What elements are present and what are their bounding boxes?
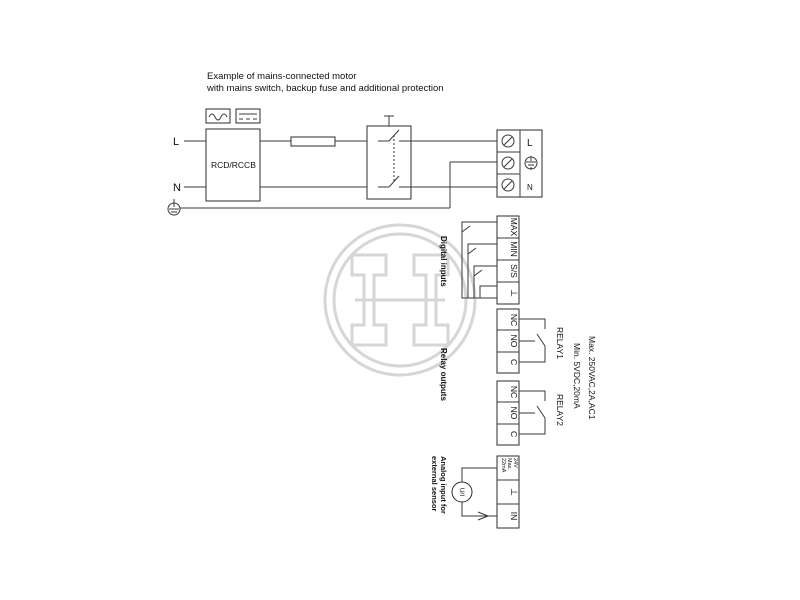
backup-fuse xyxy=(290,136,336,147)
mains-switch xyxy=(366,115,412,200)
terminal-n-label: N xyxy=(527,183,533,192)
relay1-block: NC NO C xyxy=(496,308,546,374)
rcd-box xyxy=(205,128,261,202)
digital-inputs-block: MAX MIN S/S ⊥ xyxy=(496,215,520,305)
relay2-name: RELAY2 xyxy=(555,394,565,426)
analog-input-title-line1: Analog input for xyxy=(439,456,448,514)
relay-rating-max: Max. 250VAC,2A,AC1 xyxy=(587,336,597,420)
analog-input-block: 24V Max. 22mA ⊥ IN xyxy=(496,455,520,529)
relay-contact-icon xyxy=(519,318,546,363)
relay2-no: NO xyxy=(509,407,519,420)
terminal-start-stop: S/S xyxy=(509,264,519,278)
relay2-block: NC NO C xyxy=(496,380,546,446)
relay1-name: RELAY1 xyxy=(555,327,565,359)
terminal-max: MAX xyxy=(509,218,519,237)
caption-line-2: with mains switch, backup fuse and addit… xyxy=(206,83,444,94)
caption-line-1: Example of mains-connected motor xyxy=(207,71,356,82)
screw-terminal-icon xyxy=(501,134,515,148)
analog-sensor-wiring xyxy=(461,467,497,521)
analog-header-max: Max. xyxy=(506,458,512,470)
sine-wave-icon xyxy=(205,108,231,124)
relay-rating-min: Min. 5VDC,20mA xyxy=(572,343,582,409)
digital-input-wiring xyxy=(461,221,497,299)
terminal-l-label: L xyxy=(527,138,533,149)
screw-terminal-icon xyxy=(501,178,515,192)
digital-inputs-title: Digital inputs xyxy=(439,236,448,287)
relay1-no: NO xyxy=(509,335,519,348)
analog-terminal-in: IN xyxy=(509,512,519,521)
terminal-min: MIN xyxy=(509,241,519,257)
supply-neutral-label: N xyxy=(173,182,181,194)
relay-contact-icon xyxy=(519,390,546,435)
screw-terminal-icon xyxy=(501,156,515,170)
analog-header-22ma: 22mA xyxy=(500,458,506,473)
relay1-nc: NC xyxy=(509,314,519,326)
supply-line-label: L xyxy=(173,136,179,148)
relay-outputs-title: Relay outputs xyxy=(439,348,448,401)
mains-terminal-block: L N xyxy=(496,129,543,198)
dc-icon xyxy=(235,108,261,124)
earth-ground-icon xyxy=(167,199,181,216)
analog-input-title-line2: external sensor xyxy=(430,456,439,512)
sensor-symbol: U/I xyxy=(451,481,473,503)
relay2-nc: NC xyxy=(509,386,519,398)
relay1-c: C xyxy=(509,359,519,365)
terminal-gnd: ⊥ xyxy=(509,289,519,297)
analog-terminal-gnd: ⊥ xyxy=(509,488,519,496)
watermark-logo xyxy=(323,223,477,377)
analog-header-24v: 24V xyxy=(512,458,518,468)
rcd-label: RCD/RCCB xyxy=(211,160,256,170)
earth-ground-icon xyxy=(524,156,538,170)
relay2-c: C xyxy=(509,431,519,437)
sensor-label: U/I xyxy=(458,488,465,497)
